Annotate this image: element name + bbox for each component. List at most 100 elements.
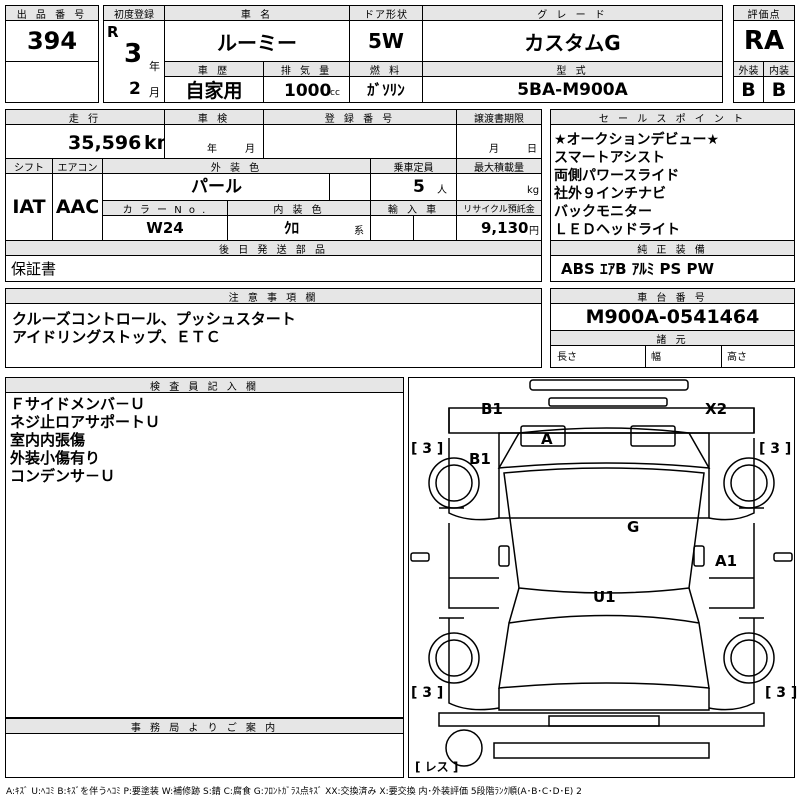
recycle-cell: 9,130 円 xyxy=(456,215,542,241)
spare-tire: [ レス ] xyxy=(415,760,459,774)
exterior-color: パール xyxy=(191,177,242,197)
inspector-note: 外装小傷有り xyxy=(10,449,101,467)
month-unit: 月 xyxy=(149,86,160,99)
caution-header: 注 意 事 項 欄 xyxy=(5,288,542,304)
capacity: 5 xyxy=(413,177,425,197)
inspection-cell: 年 月 xyxy=(164,124,264,159)
interior-color-cell: ｸﾛ 系 xyxy=(227,215,371,241)
inspection-month-unit: 月 xyxy=(245,144,255,155)
damage-mark-x2: X2 xyxy=(705,400,728,418)
dimensions-header: 諸 元 xyxy=(550,330,795,346)
transfer-day-unit: 日 xyxy=(527,144,537,155)
inspector-note: ネジ止ロアサポートＵ xyxy=(10,413,161,431)
interior-grade-header: 内装 xyxy=(763,61,795,77)
selling-point: 両側パワースライド xyxy=(554,168,680,184)
registration-number xyxy=(263,124,457,159)
recycle-header: リサイクル預託金 xyxy=(456,200,542,216)
capacity-header: 乗車定員 xyxy=(370,158,457,174)
width-label: 幅 xyxy=(651,352,661,363)
lot-number-blank xyxy=(5,61,99,103)
import-header: 輸 入 車 xyxy=(370,200,457,216)
car-outline-svg xyxy=(410,379,793,767)
year-unit: 年 xyxy=(149,60,160,73)
caution-note: アイドリングストップ、ＥＴＣ xyxy=(12,328,221,346)
interior-color: ｸﾛ xyxy=(284,219,300,237)
damage-mark-a1: A1 xyxy=(715,552,738,570)
caution-notes: クルーズコントロール、プッシュスタート アイドリングストップ、ＥＴＣ xyxy=(5,303,542,368)
damage-mark-b1-side: B1 xyxy=(469,450,491,468)
recycle-fee: 9,130 xyxy=(481,219,529,237)
inspection-header: 車 検 xyxy=(164,109,264,125)
height-label: 高さ xyxy=(727,352,747,363)
color-number: W24 xyxy=(102,215,228,241)
selling-point: 社外９インチナビ xyxy=(554,186,666,202)
displacement: 1000 xyxy=(284,81,332,101)
interior-color-header: 内 装 色 xyxy=(227,200,371,216)
car-name: ルーミー xyxy=(164,20,350,62)
displacement-header: 排 気 量 xyxy=(263,61,350,77)
damage-mark-a: A xyxy=(541,430,553,448)
selling-point: スマートアシスト xyxy=(554,150,666,166)
transfer-document-header: 譲渡書期限 xyxy=(456,109,542,125)
aircon-header: エアコン xyxy=(52,158,103,174)
inspector-note: Ｆサイドメンバ－Ｕ xyxy=(10,395,146,413)
score: RA xyxy=(733,20,795,62)
era-mark: R xyxy=(107,23,119,41)
capacity-unit: 人 xyxy=(437,185,447,196)
selling-point: バックモニター xyxy=(554,204,652,220)
interior-grade: B xyxy=(763,76,795,103)
lot-number-header: 出 品 番 号 xyxy=(5,5,99,21)
registration-number-header: 登 録 番 号 xyxy=(263,109,457,125)
history-header: 車 歴 xyxy=(164,61,264,77)
shift: IAT xyxy=(5,173,53,241)
chassis-header: 車 台 番 号 xyxy=(550,288,795,304)
recycle-unit: 円 xyxy=(529,226,539,237)
later-parts: 保証書 xyxy=(11,260,57,278)
exterior-color-cell: パール xyxy=(102,173,371,201)
caution-note: クルーズコントロール、プッシュスタート xyxy=(12,310,296,328)
mileage-header: 走 行 xyxy=(5,109,165,125)
inspection-year-unit: 年 xyxy=(207,144,217,155)
car-history: 自家用 xyxy=(164,76,264,103)
mileage-cell: 35,596 km xyxy=(5,124,176,159)
max-load-header: 最大積載量 xyxy=(456,158,542,174)
tire-rear-right: [ 3 ] xyxy=(765,685,798,701)
mileage: 35,596 xyxy=(68,132,142,154)
chassis-number: M900A-0541464 xyxy=(550,303,795,331)
door-header: ドア形状 xyxy=(349,5,423,21)
tire-front-left: [ 3 ] xyxy=(411,441,444,457)
grade-header: グ レ ー ド xyxy=(422,5,723,21)
damage-mark-g: G xyxy=(627,518,640,536)
damage-mark-b1-front: B1 xyxy=(481,400,503,418)
office-notes xyxy=(5,733,404,778)
inspector-notes: Ｆサイドメンバ－Ｕ ネジ止ロアサポートＵ 室内内張傷 外装小傷有り コンデンサ－… xyxy=(5,392,404,718)
inspector-header: 検 査 員 記 入 欄 xyxy=(5,377,404,393)
genuine-equipment: ABS ｴｱB ｱﾙﾐ PS PW xyxy=(561,260,715,278)
model-header: 型 式 xyxy=(422,61,723,77)
length-label: 長さ xyxy=(557,352,577,363)
car-name-header: 車 名 xyxy=(164,5,350,21)
registration-month: 2 xyxy=(129,79,141,99)
tire-rear-left: [ 3 ] xyxy=(411,685,444,701)
tire-front-right: [ 3 ] xyxy=(759,441,792,457)
first-registration-header: 初度登録 xyxy=(103,5,165,21)
model-code: 5BA-M900A xyxy=(422,76,723,103)
inspector-note: 室内内張傷 xyxy=(10,431,86,449)
displacement-cell: 1000 cc xyxy=(263,76,350,103)
selling-points-header: セ ー ル ス ポ イ ン ト xyxy=(550,109,795,125)
import-cell xyxy=(370,215,457,241)
displacement-unit: cc xyxy=(330,88,340,98)
interior-color-unit: 系 xyxy=(354,226,364,237)
score-header: 評価点 xyxy=(733,5,795,21)
aircon: AAC xyxy=(52,173,103,241)
damage-legend: A:ｷｽﾞ U:ﾍｺﾐ B:ｷｽﾞを伴うﾍｺﾐ P:要塗装 W:補修跡 S:錆 … xyxy=(6,787,582,797)
exterior-grade: B xyxy=(733,76,764,103)
transfer-document-cell: 月 日 xyxy=(456,124,542,159)
damage-mark-u1: U1 xyxy=(593,588,616,606)
max-load-cell: kg xyxy=(456,173,542,201)
grade: カスタムG xyxy=(422,20,723,62)
first-registration-cell: R 3 年 2 月 xyxy=(103,20,165,103)
door-type: 5W xyxy=(349,20,423,62)
car-diagram: B1 X2 A B1 G A1 U1 [ 3 ] [ 3 ] [ 3 ] [ 3… xyxy=(408,377,798,778)
capacity-cell: 5 人 xyxy=(370,173,457,201)
